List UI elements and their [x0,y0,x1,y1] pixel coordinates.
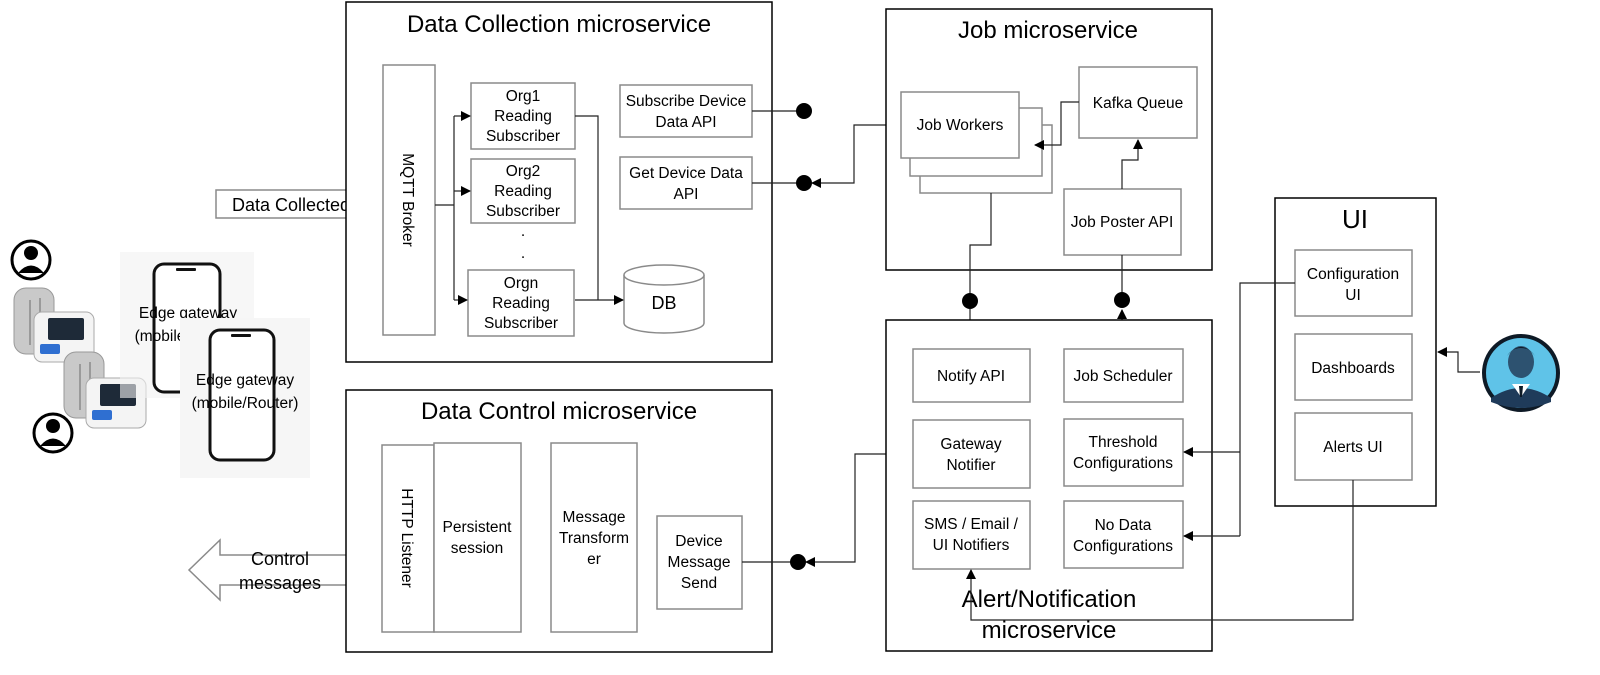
job-microservice: Job microservice Job Workers Kafka Queue… [885,8,1213,271]
admin-avatar-icon [1482,334,1560,412]
dashboards-label: Dashboards [1311,360,1395,377]
http-listener: HTTP Listener [381,444,435,633]
org2-line3: Subscriber [486,203,560,220]
user-icon [10,239,52,281]
job-workers-label: Job Workers [917,117,1004,134]
org2-line1: Org2 [506,163,540,180]
job-scheduler-label: Job Scheduler [1073,368,1172,385]
gateway-notifier-line2: Notifier [946,457,995,474]
persistent-session-line2: session [451,540,504,557]
device-message-send-line2: Message [668,554,731,571]
org1-reading-subscriber: Org1 Reading Subscriber [470,82,576,150]
blood-pressure-monitor-icon [63,351,147,429]
blood-pressure-monitor-icon [13,287,95,363]
dashboards: Dashboards [1294,333,1413,401]
edge-gateway-front-line1: Edge gateway [196,372,294,389]
sms-email-ui-line2: UI Notifiers [933,537,1010,554]
ui-title: UI [1342,204,1368,234]
configuration-ui-line1: Configuration [1307,266,1399,283]
mqtt-broker: MQTT Broker [382,64,436,336]
org1-line2: Reading [494,108,552,125]
message-transformer-line1: Message [563,509,626,526]
message-transformer-line3: er [587,551,601,568]
alert-notification-microservice: Notify API Job Scheduler Gateway Notifie… [885,319,1213,652]
subscribe-api-interface-dot [796,103,812,119]
data-collection-microservice: Data Collection microservice MQTT Broker… [345,1,773,363]
job-scheduler: Job Scheduler [1063,348,1184,403]
control-messages-line2: messages [239,573,321,593]
get-api-line1: Get Device Data [629,165,743,182]
threshold-configurations: Threshold Configurations [1063,418,1184,487]
get-device-data-api: Get Device Data API [619,156,753,210]
org1-line3: Subscriber [486,128,560,145]
alerts-ui: Alerts UI [1294,412,1413,481]
control-messages-line1: Control [251,549,309,569]
configuration-ui-line2: UI [1345,287,1361,304]
device-message-send-interface-dot [790,554,806,570]
data-collected-label: Data Collected [232,195,350,215]
orgn-line3: Subscriber [484,315,558,332]
org2-reading-subscriber: Org2 Reading Subscriber [470,158,576,224]
orgn-line1: Orgn [504,275,538,292]
edge-gateway-front: Edge gateway (mobile/Router) [180,318,310,478]
alerts-ui-label: Alerts UI [1323,439,1382,456]
mqtt-broker-label: MQTT Broker [399,153,416,247]
notify-api-interface-dot [962,293,978,309]
configuration-ui: Configuration UI [1294,249,1413,317]
threshold-configurations-line1: Threshold [1089,434,1158,451]
data-control-title: Data Control microservice [421,398,697,425]
job-poster-api-label: Job Poster API [1071,214,1174,231]
kafka-queue-label: Kafka Queue [1093,95,1183,112]
get-api-interface-dot [796,175,812,191]
device-message-send-line3: Send [681,575,717,592]
orgn-line2: Reading [492,295,550,312]
job-poster-api: Job Poster API [1063,188,1182,256]
kafka-queue: Kafka Queue [1078,66,1198,139]
notify-api-label: Notify API [937,368,1005,385]
sms-email-ui-notifiers: SMS / Email / UI Notifiers [912,500,1031,570]
data-collection-title: Data Collection microservice [407,11,711,38]
gateway-notifier: Gateway Notifier [912,419,1031,489]
persistent-session-line1: Persistent [443,519,513,536]
threshold-configurations-line2: Configurations [1073,455,1173,472]
device-message-send: Device Message Send [656,515,743,610]
sms-email-ui-line1: SMS / Email / [924,516,1019,533]
data-control-microservice: Data Control microservice HTTP Listener … [345,389,773,653]
notify-api: Notify API [912,348,1031,403]
org1-line1: Org1 [506,88,540,105]
message-transformer-line2: Transform [559,530,629,547]
subscribe-device-data-api: Subscribe Device Data API [619,84,753,138]
edge-gateway-front-line2: (mobile/Router) [192,395,299,412]
control-messages-arrow: Control messages [187,538,358,602]
gateway-notifier-line1: Gateway [940,436,1001,453]
no-data-configurations-line1: No Data [1095,517,1152,534]
alert-title-line2: microservice [982,617,1117,644]
ellipsis-dot-2: . [521,245,525,262]
user-icon [32,412,74,454]
orgn-reading-subscriber: Orgn Reading Subscriber [467,269,575,337]
alert-title-line1: Alert/Notification [962,586,1137,613]
db-cylinder: DB [623,264,705,334]
edge-gateway-back-line1: Edge gateway [139,305,237,322]
subscribe-api-line2: Data API [655,114,716,131]
org2-line2: Reading [494,183,552,200]
subscribe-api-line1: Subscribe Device [626,93,747,110]
get-api-line2: API [674,186,699,203]
no-data-configurations-line2: Configurations [1073,538,1173,555]
ellipsis-dot-1: . [521,223,525,240]
db-label: DB [651,293,676,313]
persistent-session: Persistent session [433,442,522,633]
device-message-send-line1: Device [675,533,722,550]
message-transformer: Message Transform er [550,442,638,633]
http-listener-label: HTTP Listener [398,488,415,588]
ui-panel: UI Configuration UI Dashboards Alerts UI [1274,197,1437,507]
job-scheduler-interface-dot [1114,292,1130,308]
no-data-configurations: No Data Configurations [1063,500,1184,569]
job-title: Job microservice [958,17,1138,44]
